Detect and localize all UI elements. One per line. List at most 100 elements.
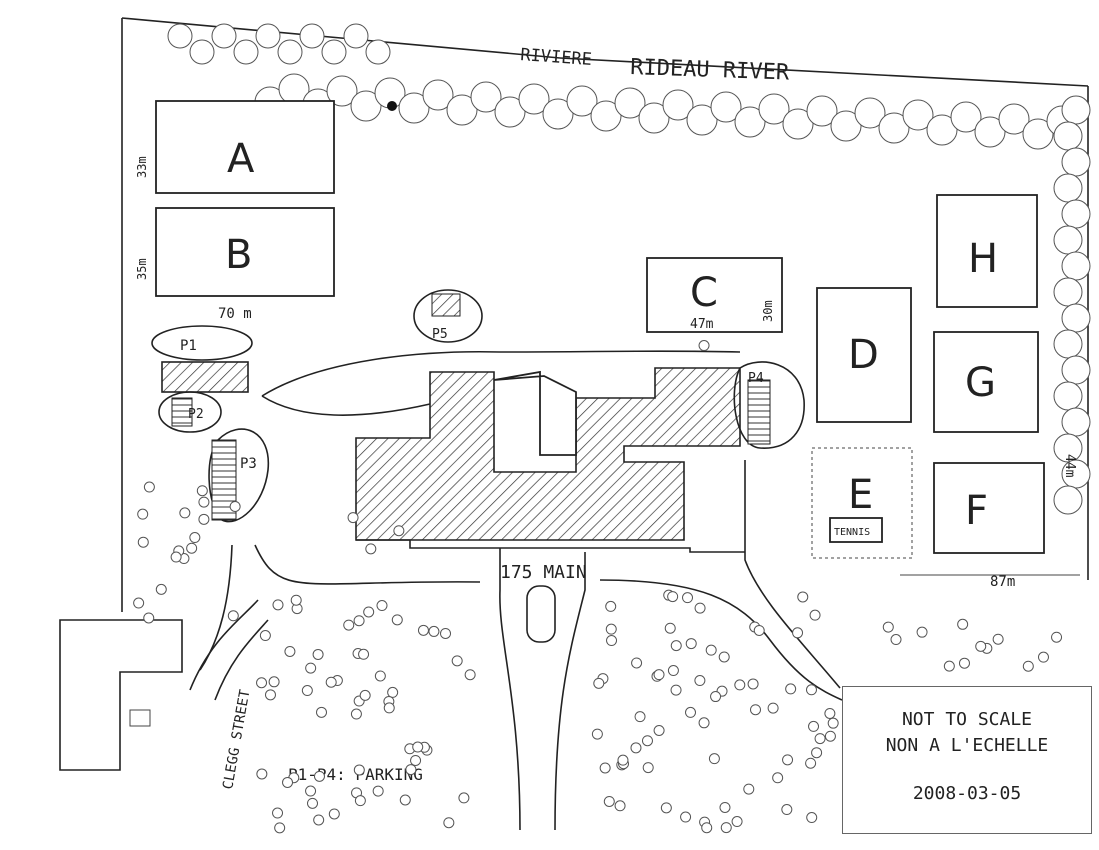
site-tree [282, 776, 294, 788]
site-tree [372, 785, 384, 797]
site-tree [603, 795, 615, 807]
river-tree [638, 102, 670, 134]
site-tree [667, 665, 679, 677]
river-tree [398, 92, 430, 124]
site-tree [694, 675, 706, 687]
east-tree [1061, 199, 1091, 229]
note-line-2: NON A L'ECHELLE [885, 735, 1049, 756]
river-tree [233, 39, 259, 65]
building-d[interactable]: D [816, 287, 912, 423]
site-tree [412, 741, 424, 753]
parking-p2[interactable]: P2 [158, 391, 222, 433]
site-tree [272, 599, 284, 611]
site-tree [958, 657, 970, 669]
site-tree [1037, 651, 1049, 663]
site-tree [256, 768, 268, 780]
site-tree [782, 754, 794, 766]
site-tree [642, 762, 654, 774]
site-tree [143, 481, 155, 493]
east-tree [1061, 147, 1091, 177]
svg-text:RIDEAU RIVER: RIDEAU RIVER [630, 55, 790, 86]
building-g[interactable]: G [933, 331, 1039, 433]
river-tree [734, 106, 766, 138]
svg-text:P2: P2 [188, 407, 204, 422]
river-tree [566, 85, 598, 117]
svg-text:G: G [965, 360, 996, 406]
svg-text:P1: P1 [180, 338, 197, 354]
site-tree [720, 822, 732, 834]
river-tree [902, 99, 934, 131]
site-tree [811, 747, 823, 759]
site-tree [443, 817, 455, 829]
site-tree [670, 640, 682, 652]
svg-text:TENNIS: TENNIS [834, 527, 870, 538]
building-a[interactable]: A [155, 100, 335, 194]
svg-text:A: A [227, 136, 255, 182]
site-tree [256, 677, 268, 689]
site-tree [347, 512, 359, 524]
site-tree [797, 591, 809, 603]
site-tree [290, 594, 302, 606]
parking-p5[interactable]: P5 [413, 289, 483, 343]
building-c[interactable]: C [646, 257, 783, 333]
site-tree [882, 621, 894, 633]
river-tree [878, 112, 910, 144]
site-tree [827, 717, 839, 729]
svg-text:P5: P5 [432, 327, 448, 342]
roads [199, 350, 843, 831]
building-f-width: 87m [990, 574, 1015, 590]
site-tree [747, 678, 759, 690]
site-tree [824, 730, 836, 742]
river-tree [662, 89, 694, 121]
site-tree [614, 800, 626, 812]
site-tree [591, 728, 603, 740]
site-tree [731, 816, 743, 828]
river-tree [854, 97, 886, 129]
river-tree [211, 23, 237, 49]
site-tree [1051, 631, 1063, 643]
site-tree [630, 742, 642, 754]
site-tree [328, 808, 340, 820]
river-tree [299, 23, 325, 49]
river-tree [686, 104, 718, 136]
site-tree [806, 812, 818, 824]
site-tree [365, 543, 377, 555]
site-tree [186, 542, 198, 554]
svg-text:D: D [848, 332, 879, 378]
site-tree [264, 689, 276, 701]
note-date: 2008-03-05 [912, 783, 1022, 804]
site-tree [170, 551, 182, 563]
svg-text:E: E [848, 472, 873, 518]
site-tree [992, 633, 1004, 645]
site-tree [698, 340, 710, 352]
svg-text:C: C [690, 270, 718, 316]
river-tree [830, 110, 862, 142]
parking-p4[interactable]: P4 [733, 361, 805, 449]
site-tree [708, 753, 720, 765]
area-e-tennis[interactable]: E TENNIS [811, 447, 913, 559]
site-tree [767, 702, 779, 714]
east-tree [1061, 303, 1091, 333]
river-tree [326, 75, 358, 107]
site-tree [353, 764, 365, 776]
main-building[interactable] [161, 361, 741, 541]
building-h[interactable]: H [936, 194, 1038, 308]
east-tree [1061, 355, 1091, 385]
parking-p1[interactable]: P1 [151, 325, 253, 361]
site-tree [376, 600, 388, 612]
site-tree [698, 717, 710, 729]
site-tree [772, 772, 784, 784]
building-b[interactable]: B [155, 207, 335, 297]
site-tree [268, 676, 280, 688]
east-tree [1061, 251, 1091, 281]
site-tree [428, 625, 440, 637]
site-tree [227, 610, 239, 622]
building-f[interactable]: F [933, 462, 1045, 554]
river-tree [350, 90, 382, 122]
river-tree [590, 100, 622, 132]
site-tree [718, 651, 730, 663]
river-tree [782, 108, 814, 140]
site-tree [196, 485, 208, 497]
site-tree [750, 704, 762, 716]
site-tree [785, 683, 797, 695]
